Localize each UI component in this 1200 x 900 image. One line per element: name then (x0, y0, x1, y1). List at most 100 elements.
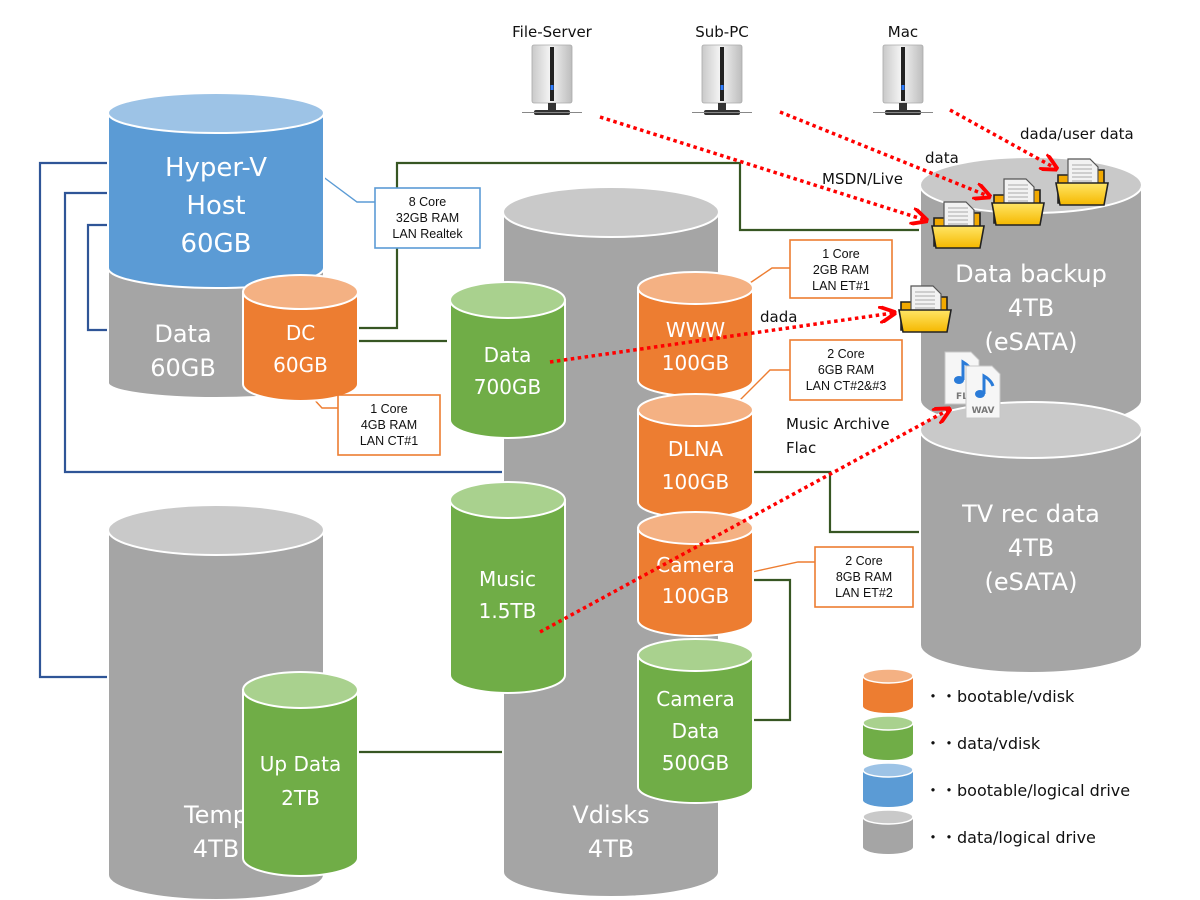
disk-body (637, 654, 754, 804)
spec-note-box (789, 239, 893, 299)
disk-label: 100GB (662, 351, 729, 375)
disk-tvrec: TV rec data 4TB (eSATA) (919, 401, 1143, 674)
disk-label: 500GB (662, 751, 729, 775)
disk-body (449, 499, 566, 694)
legend-swatch-top (862, 809, 914, 825)
disk-label: Data (672, 719, 720, 743)
file-type-label: FL (956, 392, 968, 402)
disk-label: 60GB (150, 354, 216, 382)
disk-label: Data (484, 343, 532, 367)
spec-note-line: 2 Core (827, 347, 865, 361)
spec-note-line: 6GB RAM (818, 363, 874, 377)
spec-note-dlna: 2 Core 6GB RAM LAN CT#2&#3 (789, 339, 903, 401)
arrow-subpc-backup (779, 110, 988, 196)
vm-line-host-backup (357, 161, 925, 330)
server-tower-icon (522, 44, 582, 115)
host-line-vdisks (63, 191, 503, 474)
spec-note-line: LAN ET#1 (812, 279, 870, 293)
disk-label: WWW (666, 318, 726, 342)
note-connector-host (321, 175, 375, 203)
disk-label: 100GB (662, 470, 729, 494)
disk-label: DLNA (668, 437, 724, 461)
legend-label: ・・bootable/logical drive (925, 781, 1130, 800)
legend-item-blue: ・・bootable/logical drive (862, 762, 1130, 807)
spec-note-line: 1 Core (370, 402, 408, 416)
disk-top (107, 504, 325, 556)
computer-label: Mac (888, 23, 918, 41)
computer-file-server: File-Server (512, 23, 593, 115)
arrow-data700-backup (549, 313, 893, 364)
disk-label: (eSATA) (985, 568, 1078, 596)
spec-note-camera: 2 Core 8GB RAM LAN ET#2 (814, 546, 914, 608)
spec-note-line: 4GB RAM (361, 418, 417, 432)
legend-item-green: ・・data/vdisk (862, 715, 1041, 760)
note-connector-dlna (729, 369, 790, 411)
disk-label: (eSATA) (985, 328, 1078, 356)
file-type-label: WAV (972, 406, 995, 416)
disk-label: Hyper-V (165, 153, 267, 183)
legend-swatch-body (863, 817, 913, 854)
annotation-music1: Music Archive (786, 415, 890, 433)
wav-file-icon: WAV (965, 365, 1001, 419)
disk-label: 700GB (474, 375, 541, 399)
disk-top (637, 393, 754, 427)
disk-data700: Data 700GB (449, 281, 566, 439)
note-connector-camera (751, 561, 815, 573)
disk-label: TV rec data (961, 500, 1100, 528)
spec-note-line: 8GB RAM (836, 570, 892, 584)
disk-top (449, 281, 566, 319)
legend-swatch-top (862, 715, 914, 731)
disk-label: 4TB (588, 835, 634, 863)
disk-label: Camera (656, 553, 735, 577)
legend-swatch-top (862, 762, 914, 778)
disk-label: 2TB (281, 786, 320, 810)
disk-body (242, 291, 359, 402)
host-line-temp (38, 161, 108, 679)
computer-label: Sub-PC (695, 23, 748, 41)
spec-note-box (337, 394, 441, 456)
annotation-dada: dada (760, 308, 797, 326)
spec-note-line: LAN ET#2 (835, 586, 893, 600)
spec-note-box (814, 546, 914, 608)
arrow-music-backup (539, 410, 948, 634)
disk-label: Camera (656, 687, 735, 711)
arrow-fileserver-backup (599, 115, 925, 220)
spec-note-line: 1 Core (822, 247, 860, 261)
disk-label: Up Data (260, 752, 341, 776)
disk-top (637, 638, 754, 672)
disk-label: Temp (183, 801, 248, 829)
folder-icon (1055, 158, 1109, 206)
legend-swatch-body (863, 676, 913, 713)
spec-note-line: 32GB RAM (396, 211, 459, 225)
disk-body (919, 429, 1143, 674)
disk-label: 4TB (1008, 534, 1054, 562)
spec-note-line: 8 Core (409, 195, 447, 209)
disk-body (449, 299, 566, 439)
disk-top (107, 92, 325, 134)
annotation-msdn: MSDN/Live (822, 170, 903, 188)
folder-icon (991, 178, 1045, 226)
disk-label: 60GB (180, 229, 251, 259)
disk-label: Data backup (955, 260, 1107, 288)
disk-top (242, 671, 359, 709)
legend-label: ・・data/vdisk (925, 734, 1041, 753)
spec-note-line: 2 Core (845, 554, 883, 568)
legend-swatch-body (863, 770, 913, 807)
spec-note-box (789, 339, 903, 401)
spec-note-line: LAN CT#2&#3 (806, 379, 887, 393)
spec-note-line: 2GB RAM (813, 263, 869, 277)
vm-line-camera-cameradata (752, 578, 792, 722)
disk-label: DC (286, 321, 315, 345)
vm-line-dlna-tvrec (752, 470, 920, 534)
spec-note-line: LAN Realtek (392, 227, 463, 241)
disk-top (502, 186, 720, 238)
disk-top (449, 481, 566, 519)
disk-label: Music (479, 567, 536, 591)
disk-updata: Up Data 2TB (242, 671, 359, 877)
